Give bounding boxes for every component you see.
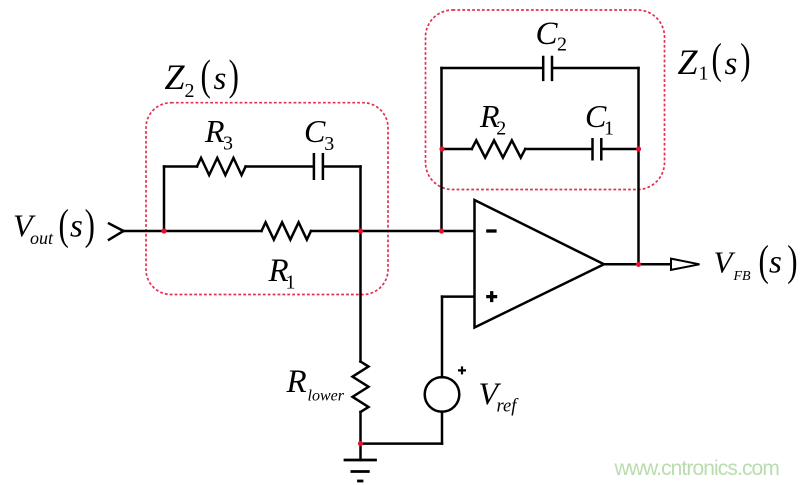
svg-text:1: 1 [604, 118, 614, 140]
svg-text:R: R [204, 113, 225, 149]
svg-text:C: C [304, 113, 326, 149]
svg-text:(: ( [712, 36, 722, 83]
svg-text:out: out [30, 228, 54, 248]
svg-text:(: ( [201, 53, 211, 100]
svg-text:lower: lower [308, 388, 345, 405]
svg-text:V: V [714, 245, 736, 280]
svg-text:C: C [536, 16, 559, 52]
svg-text:2: 2 [557, 34, 567, 56]
svg-text:(: ( [59, 202, 69, 249]
svg-text:s: s [214, 61, 227, 97]
svg-text:Z: Z [678, 42, 699, 82]
svg-text:FB: FB [733, 269, 752, 284]
svg-text:): ) [787, 238, 797, 285]
svg-text:3: 3 [324, 133, 334, 155]
svg-text:1: 1 [286, 272, 296, 294]
svg-text:V: V [479, 376, 502, 412]
svg-text:Z: Z [165, 57, 186, 97]
svg-text:3: 3 [223, 133, 233, 155]
svg-text:1: 1 [699, 63, 709, 85]
svg-text:C: C [585, 98, 607, 134]
svg-text:R: R [286, 364, 307, 400]
svg-text:2: 2 [185, 80, 195, 102]
svg-text:(: ( [759, 238, 769, 285]
svg-text:): ) [229, 53, 239, 100]
svg-text:s: s [725, 46, 738, 82]
svg-text:s: s [70, 209, 83, 245]
svg-text:s: s [769, 245, 782, 281]
svg-text:): ) [740, 36, 750, 83]
svg-text:R: R [268, 253, 289, 289]
svg-text:V: V [13, 208, 36, 244]
svg-text:ref: ref [497, 397, 520, 417]
svg-text:R: R [479, 98, 500, 134]
svg-text:www.cntronics.com: www.cntronics.com [614, 457, 780, 480]
svg-text:): ) [85, 202, 95, 249]
svg-text:2: 2 [496, 118, 506, 140]
